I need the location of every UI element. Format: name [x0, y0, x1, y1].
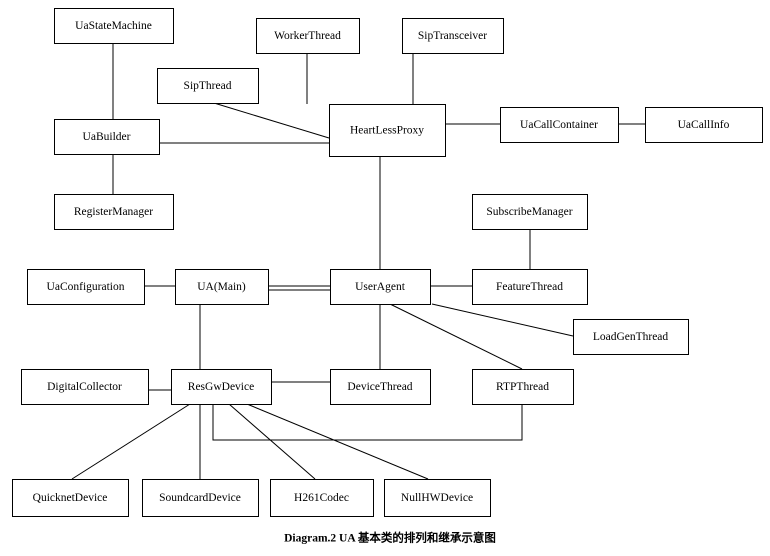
node-workerthread[interactable]: WorkerThread [256, 18, 360, 54]
node-label-sipthread: SipThread [184, 80, 232, 92]
node-label-ua-main: UA(Main) [197, 281, 246, 293]
node-resgwdevice[interactable]: ResGwDevice [171, 369, 272, 405]
node-label-heartlessproxy: HeartLessProxy [350, 125, 424, 137]
node-label-uacallcontainer: UaCallContainer [520, 119, 598, 131]
node-subscribemanager[interactable]: SubscribeManager [472, 194, 588, 230]
node-box-loadgenthread[interactable] [573, 319, 689, 355]
node-digitalcollector[interactable]: DigitalCollector [21, 369, 149, 405]
node-label-uacallinfo: UaCallInfo [678, 119, 730, 131]
node-box-ua-main[interactable] [175, 269, 269, 305]
node-box-sipthread[interactable] [157, 68, 259, 104]
edge-resgwdevice-to-nullhwdevice [246, 403, 429, 480]
node-label-subscribemanager: SubscribeManager [486, 206, 572, 218]
node-loadgenthread[interactable]: LoadGenThread [573, 319, 689, 355]
node-box-nullhwdevice[interactable] [384, 479, 491, 517]
node-box-useragent[interactable] [330, 269, 431, 305]
node-uaconfiguration[interactable]: UaConfiguration [27, 269, 145, 305]
node-label-devicethread: DeviceThread [347, 381, 412, 393]
node-uacallcontainer[interactable]: UaCallContainer [500, 107, 619, 143]
node-box-rtpthread[interactable] [472, 369, 574, 405]
node-label-uaconfiguration: UaConfiguration [47, 281, 125, 293]
node-label-rtpthread: RTPThread [496, 381, 549, 393]
node-box-uacallinfo[interactable] [645, 107, 763, 143]
node-box-devicethread[interactable] [330, 369, 431, 405]
node-label-h261codec: H261Codec [294, 492, 349, 504]
node-box-uabuilder[interactable] [54, 119, 160, 155]
node-label-resgwdevice: ResGwDevice [188, 381, 254, 393]
node-box-heartlessproxy[interactable] [329, 104, 446, 157]
edge-resgwdevice-to-quicknetdevice [71, 403, 191, 480]
node-box-workerthread[interactable] [256, 18, 360, 54]
edge-resgwdevice-to-h261codec [228, 403, 316, 480]
node-ua-main[interactable]: UA(Main) [175, 269, 269, 305]
node-label-siptransceiver: SipTransceiver [418, 30, 487, 42]
node-box-registermanager[interactable] [54, 194, 174, 230]
node-nullhwdevice[interactable]: NullHWDevice [384, 479, 491, 517]
node-uabuilder[interactable]: UaBuilder [54, 119, 160, 155]
node-uastatemachine[interactable]: UaStateMachine [54, 8, 174, 44]
node-label-uabuilder: UaBuilder [83, 131, 131, 143]
node-box-subscribemanager[interactable] [472, 194, 588, 230]
node-label-soundcarddevice: SoundcardDevice [159, 492, 241, 504]
node-useragent[interactable]: UserAgent [330, 269, 431, 305]
edge-rtpthread-to-resgwdevice [212, 404, 523, 441]
node-label-quicknetdevice: QuicknetDevice [33, 492, 108, 504]
node-box-soundcarddevice[interactable] [142, 479, 259, 517]
node-box-digitalcollector[interactable] [21, 369, 149, 405]
node-siptransceiver[interactable]: SipTransceiver [402, 18, 504, 54]
node-featurethread[interactable]: FeatureThread [472, 269, 588, 305]
node-box-quicknetdevice[interactable] [12, 479, 129, 517]
node-h261codec[interactable]: H261Codec [270, 479, 374, 517]
node-label-digitalcollector: DigitalCollector [47, 381, 122, 393]
node-box-h261codec[interactable] [270, 479, 374, 517]
node-label-uastatemachine: UaStateMachine [75, 20, 152, 32]
node-box-uacallcontainer[interactable] [500, 107, 619, 143]
node-devicethread[interactable]: DeviceThread [330, 369, 431, 405]
node-box-uaconfiguration[interactable] [27, 269, 145, 305]
edge-useragent-to-rtpthread [389, 303, 523, 370]
diagram-caption: Diagram.2 UA 基本类的排列和继承示意图 [284, 531, 496, 545]
node-label-nullhwdevice: NullHWDevice [401, 492, 473, 504]
node-box-siptransceiver[interactable] [402, 18, 504, 54]
node-label-useragent: UserAgent [355, 281, 406, 293]
node-heartlessproxy[interactable]: HeartLessProxy [329, 104, 446, 157]
node-label-workerthread: WorkerThread [274, 30, 341, 42]
node-uacallinfo[interactable]: UaCallInfo [645, 107, 763, 143]
node-sipthread[interactable]: SipThread [157, 68, 259, 104]
node-box-featurethread[interactable] [472, 269, 588, 305]
node-registermanager[interactable]: RegisterManager [54, 194, 174, 230]
node-label-registermanager: RegisterManager [74, 206, 153, 218]
node-label-loadgenthread: LoadGenThread [593, 331, 669, 343]
node-quicknetdevice[interactable]: QuicknetDevice [12, 479, 129, 517]
node-rtpthread[interactable]: RTPThread [472, 369, 574, 405]
edge-sipthread-to-heartlessproxy [213, 102, 330, 139]
edge-useragent-to-loadgenthread [431, 303, 574, 337]
node-box-resgwdevice[interactable] [171, 369, 272, 405]
node-soundcarddevice[interactable]: SoundcardDevice [142, 479, 259, 517]
node-label-featurethread: FeatureThread [496, 281, 563, 293]
node-box-uastatemachine[interactable] [54, 8, 174, 44]
